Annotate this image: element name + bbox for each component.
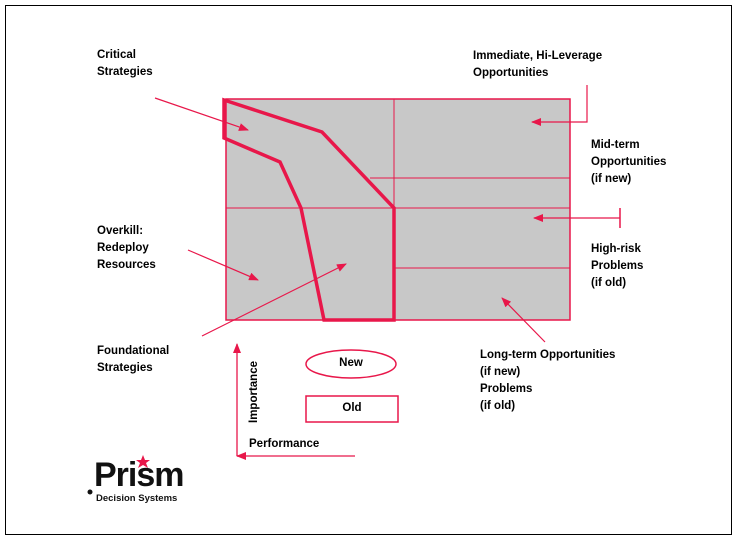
legend-new-ellipse — [305, 349, 397, 379]
label-long-term-opportunities: Long-term Opportunities (if new) Problem… — [480, 349, 616, 412]
label-high-risk-problems: High-risk Problems (if old) — [591, 243, 644, 289]
legend-new-label: New — [339, 357, 363, 369]
label-immediate-opportunities: Immediate, Hi-Leverage Opportunities — [473, 50, 603, 79]
logo-subtitle: Decision Systems — [96, 493, 178, 504]
critical-strategies-outline — [222, 97, 396, 322]
logo-wordmark: Prism — [94, 456, 184, 494]
logo-star-icon — [136, 455, 150, 468]
arrow-immediate — [531, 85, 588, 126]
arrow-critical — [154, 97, 249, 131]
axis-label-importance: Importance — [248, 361, 260, 423]
arrow-longterm — [501, 297, 546, 343]
label-overkill: Overkill: Redeploy Resources — [97, 225, 156, 271]
prism-logo: Prism Decision Systems — [86, 455, 216, 515]
logo-dot-icon — [87, 489, 93, 495]
arrow-foundational — [201, 263, 347, 337]
label-foundational-strategies: Foundational Strategies — [97, 345, 170, 374]
arrow-overkill — [187, 249, 259, 281]
label-midterm-opportunities: Mid-term Opportunities (if new) — [591, 139, 667, 185]
legend-old-label: Old — [342, 402, 362, 414]
label-critical-strategies: Critical Strategies — [97, 49, 153, 78]
matrix-background — [225, 98, 571, 321]
legend-old-box — [305, 395, 399, 423]
axis-label-performance: Performance — [249, 438, 320, 450]
